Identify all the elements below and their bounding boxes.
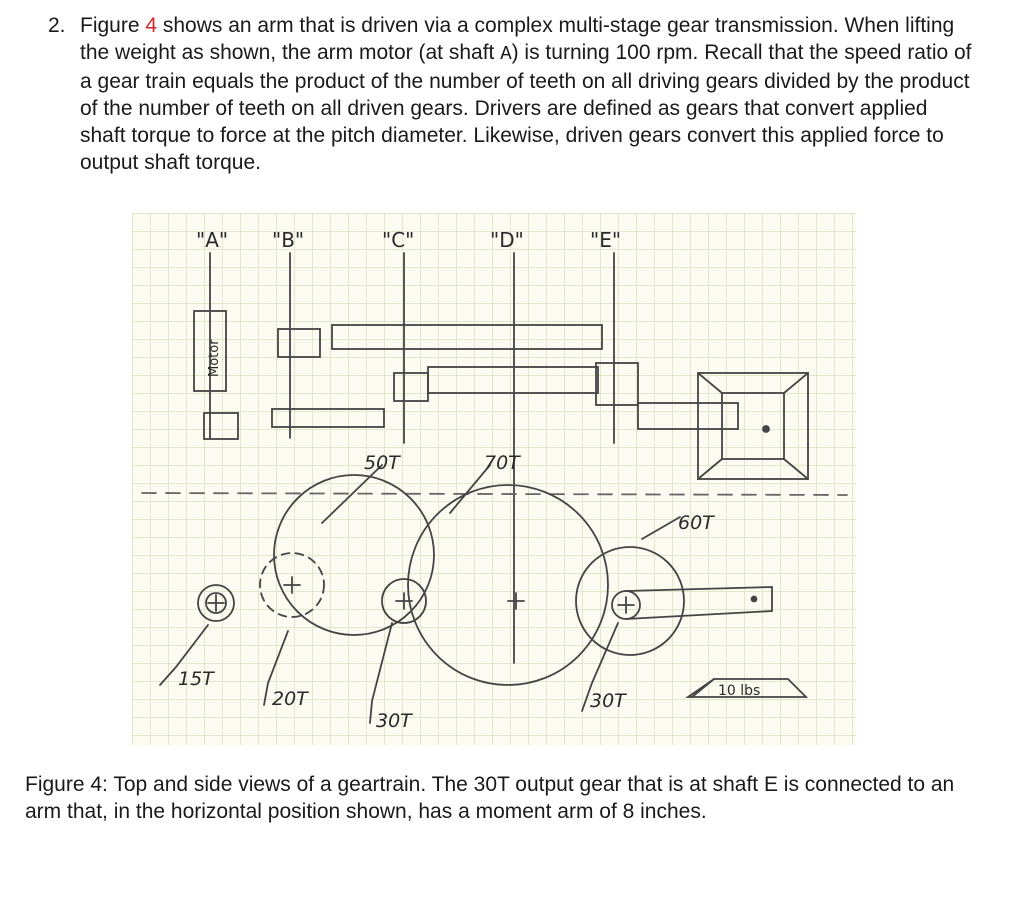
geartrain-sketch: "A" "B" "C" "D" "E" Motor 50T 70T 60T 15…: [141, 228, 848, 732]
shaft-label-b: "B": [272, 228, 304, 252]
gear-50-side: [273, 474, 435, 636]
figure-reference-link[interactable]: 4: [145, 14, 158, 37]
gear-15-top: [203, 412, 239, 440]
label-20t: 20T: [272, 688, 309, 710]
gear-20-top: [277, 328, 321, 358]
geartrain-figure: "A" "B" "C" "D" "E" Motor 50T 70T 60T 15…: [132, 213, 856, 745]
shaft-label-inline: A: [500, 43, 512, 65]
problem-text-3: ) is turning 100 rpm. Recall that the sp…: [80, 41, 972, 174]
output-arm-top: [637, 402, 739, 430]
problem-body: Figure 4 shows an arm that is driven via…: [80, 12, 973, 176]
shaft-label-c: "C": [382, 228, 414, 252]
gear-50-top: [271, 408, 385, 428]
shaft-d-body: [427, 366, 599, 394]
gear-15-side: [197, 584, 235, 622]
gear-20-side: [259, 552, 325, 618]
label-70t: 70T: [484, 452, 521, 474]
weight-frame-outer: [697, 372, 809, 480]
problem-statement: 2. Figure 4 shows an arm that is driven …: [48, 12, 973, 176]
shaft-label-e: "E": [590, 228, 621, 252]
weight-frame-inner: [721, 392, 785, 460]
label-30t-c: 30T: [376, 710, 413, 732]
label-60t: 60T: [678, 512, 715, 534]
label-50t: 50T: [364, 452, 401, 474]
label-15t: 15T: [178, 668, 215, 690]
gear-30e-top: [595, 362, 639, 406]
label-weight: 10 lbs: [718, 683, 760, 699]
problem-number: 2.: [48, 14, 66, 37]
gear-60-side: [575, 546, 685, 656]
gear-30c-side: [381, 578, 427, 624]
motor-box: [193, 310, 227, 392]
figure-caption: Figure 4: Top and side views of a geartr…: [25, 773, 955, 823]
problem-text-1: Figure: [80, 14, 146, 37]
output-arm-side: [625, 586, 773, 620]
gear-30c-top: [393, 372, 429, 402]
shaft-label-d: "D": [490, 228, 524, 252]
shaft-label-a: "A": [196, 228, 228, 252]
problem-text-2: shows an arm that is driven via a comple…: [80, 14, 955, 64]
motor-label: Motor: [207, 339, 222, 377]
gear-70-side: [407, 484, 609, 686]
gear-70-top: [331, 324, 603, 350]
weight-box-side: [685, 678, 809, 698]
label-30t-e: 30T: [590, 690, 627, 712]
